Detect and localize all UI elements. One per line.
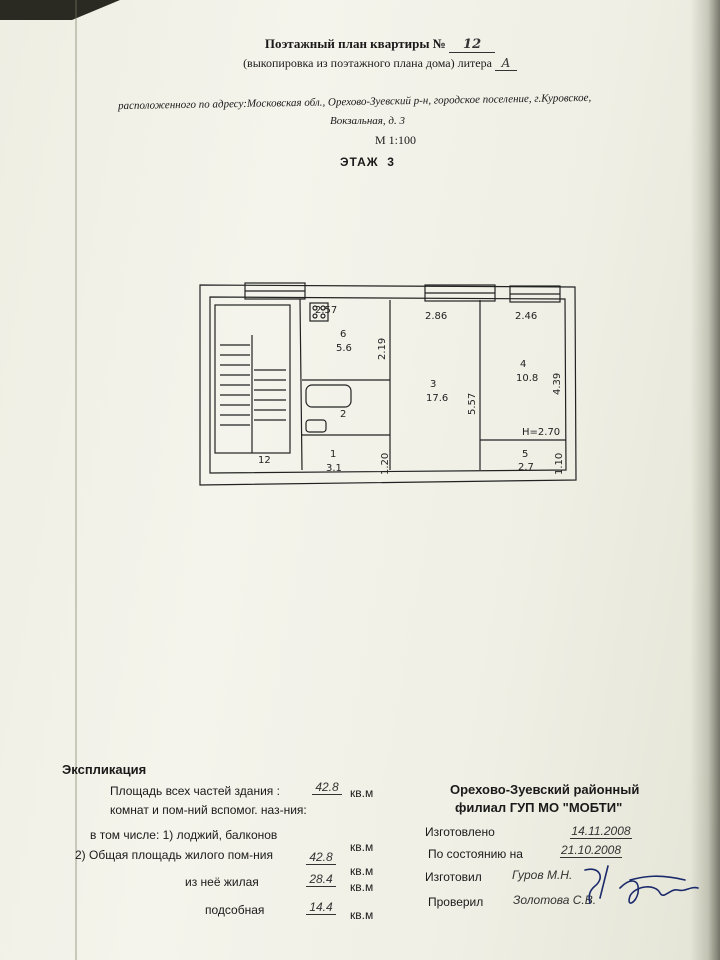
expl-row-total-living: 2) Общая площадь жилого пом-ния (75, 848, 273, 862)
made-label: Изготовлено (425, 825, 495, 839)
expl-value-utility: 14.4 (306, 900, 336, 915)
expl-value-total-living: 42.8 (306, 850, 336, 865)
dim-room3-depth: 5.57 (467, 393, 478, 415)
expl-unit-total-living: кв.м (350, 864, 374, 878)
inner-wall (209, 296, 567, 474)
plan-title: Поэтажный план квартиры № 12 (0, 36, 720, 53)
floor-plan-drawing: 2.57 2.86 2.46 2.19 5.57 4.39 1.20 1.10 … (199, 282, 577, 486)
expl-value: 42.8 (312, 780, 342, 795)
expl-value: 14.4 (306, 900, 336, 915)
explication-title: Экспликация (62, 762, 147, 777)
address-line-1: расположенного по адресу:Московская обл.… (117, 91, 592, 113)
room-5-area: 2.7 (518, 462, 534, 473)
as-of-date-value: 21.10.2008 (560, 843, 622, 858)
room-3-area: 17.6 (426, 393, 448, 404)
subtitle-text: (выкопировка из поэтажного плана дома) л… (243, 56, 492, 70)
expl-value-total: 42.8 (312, 780, 342, 795)
dim-room3-width: 2.86 (425, 311, 447, 322)
floor-number: 3 (387, 155, 395, 169)
expl-value-living: 28.4 (306, 872, 336, 887)
scale-label: М 1:100 (375, 133, 417, 147)
dim-kitchen-depth: 2.19 (377, 338, 388, 360)
title-text: Поэтажный план квартиры № (264, 36, 446, 51)
made-by-label: Изготовил (425, 870, 482, 884)
expl-row-label: Площадь всех частей здания : (110, 784, 280, 798)
dim-hall-depth: 1.20 (380, 453, 391, 475)
room-6-number: 6 (340, 329, 346, 340)
expl-unit-utility: кв.м (350, 908, 374, 922)
made-date-value: 14.11.2008 (570, 824, 632, 839)
page-edge-shadow (690, 0, 720, 960)
expl-unit-balconies: кв.м (350, 840, 374, 854)
room-3-number: 3 (430, 379, 436, 390)
apartment-number: 12 (449, 37, 496, 53)
room-4-area: 10.8 (516, 373, 538, 384)
ceiling-height: Н=2.70 (522, 427, 560, 438)
stairs-left (220, 344, 250, 426)
dim-room5-depth: 1.10 (554, 453, 565, 475)
expl-row-utility: подсобная (205, 903, 265, 917)
dim-kitchen-width: 2.57 (315, 305, 337, 316)
room-2-number: 2 (340, 409, 346, 420)
checked-by-name: Золотова С.В. (513, 893, 597, 907)
handwritten-signature (584, 865, 699, 904)
page-fold-line (75, 0, 77, 960)
expl-unit-living: кв.м (350, 880, 374, 894)
floor-label: ЭТАЖ 3 (340, 155, 395, 169)
room-4-number: 4 (520, 359, 526, 370)
as-of-label: По состоянию на (428, 847, 523, 861)
stove (309, 302, 329, 322)
background-corner (0, 0, 120, 20)
litera-value: А (494, 56, 517, 71)
expl-row-rooms: комнат и пом-ний вспомог. наз-ния: (110, 803, 307, 817)
dim-room4-width: 2.46 (515, 311, 537, 322)
room-1-area: 3.1 (326, 463, 342, 474)
dim-room4-depth: 4.39 (552, 373, 563, 395)
expl-row-total: Площадь всех частей здания : (110, 784, 280, 798)
outer-wall (199, 284, 577, 486)
room-6-area: 5.6 (336, 343, 352, 354)
sink (305, 419, 327, 433)
made-date: 14.11.2008 (570, 824, 632, 839)
checked-by-label: Проверил (428, 895, 484, 909)
plan-subtitle: (выкопировка из поэтажного плана дома) л… (0, 56, 720, 71)
expl-value: 42.8 (306, 850, 336, 865)
room-5-number: 5 (522, 449, 528, 460)
address-line-2: Вокзальная, д. 3 (330, 115, 405, 127)
bathtub (305, 384, 352, 408)
expl-value: 28.4 (306, 872, 336, 887)
room-1-number: 1 (330, 449, 336, 460)
stair-label: 12 (258, 455, 271, 466)
as-of-date: 21.10.2008 (560, 843, 622, 858)
expl-unit: кв.м (350, 786, 374, 800)
expl-row-balconies: в том числе: 1) лоджий, балконов (90, 828, 278, 842)
floor-word: ЭТАЖ (340, 155, 379, 169)
bti-name-line2: филиал ГУП МО "МОБТИ" (455, 800, 623, 815)
made-by-name: Гуров М.Н. (512, 868, 573, 882)
bti-name-line1: Орехово-Зуевский районный (450, 782, 640, 797)
expl-row-living: из неё жилая (185, 875, 259, 889)
stairs-right (254, 369, 286, 421)
